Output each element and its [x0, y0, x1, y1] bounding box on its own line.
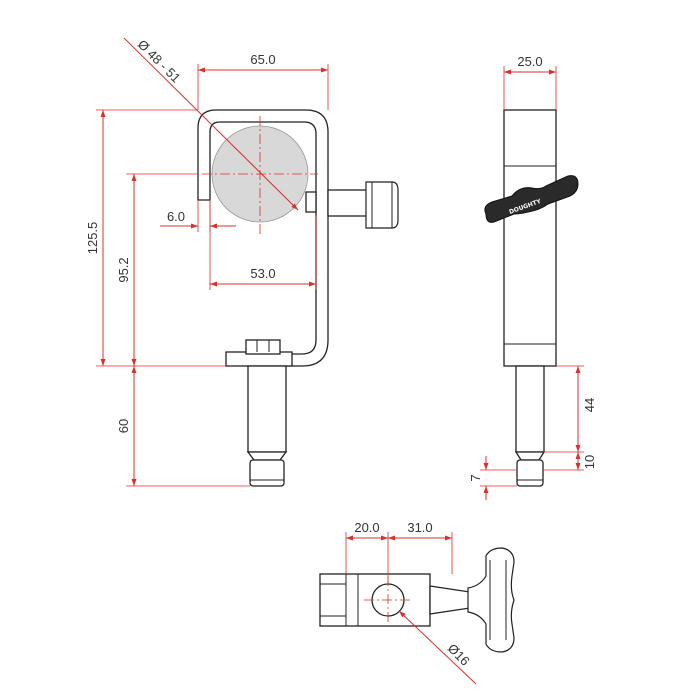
tube-diameter-label: Ø 48 - 51: [135, 37, 184, 86]
hook-lip-label: 6.0: [167, 209, 185, 224]
spigot-groove: [246, 451, 288, 461]
side-spigot-label: 44: [582, 398, 597, 412]
side-tip-label: 7: [468, 474, 483, 481]
side-groove-label: 10: [582, 455, 597, 469]
inner-width-label: 53.0: [250, 266, 275, 281]
spigot-length-label: 60: [116, 419, 131, 433]
width-top-label: 65.0: [250, 52, 275, 67]
side-spigot-tip: [516, 459, 544, 487]
bottom-knob: [467, 547, 515, 653]
spigot: [247, 365, 287, 453]
offset-b-label: 31.0: [407, 520, 432, 535]
offset-a-label: 20.0: [354, 520, 379, 535]
spigot-tip: [249, 459, 285, 487]
inner-height-label: 95.2: [116, 257, 131, 282]
front-view: Ø 48 - 51 65.0 6.0 53.0 125.5 95.2 60: [85, 37, 399, 487]
overall-height-label: 125.5: [85, 222, 100, 255]
side-width-label: 25.0: [517, 54, 542, 69]
hook-bolt-tip: [305, 191, 317, 213]
tube-diameter-leader: [123, 37, 299, 211]
tee-knob: [365, 181, 399, 229]
side-spigot: [515, 365, 545, 453]
bottom-bolt-shaft: [429, 585, 471, 615]
hook-bolt-shaft: [327, 189, 369, 217]
bolt-diameter-label: Ø16: [445, 641, 473, 669]
side-knob-lever: [484, 175, 579, 223]
base-nut: [245, 339, 281, 355]
bottom-view: 20.0 31.0 Ø16: [319, 520, 515, 685]
side-body: [503, 109, 557, 367]
bolt-diameter-leader: [398, 610, 477, 685]
side-view: DOUGHTY 25.0 44 10 7: [468, 54, 597, 500]
